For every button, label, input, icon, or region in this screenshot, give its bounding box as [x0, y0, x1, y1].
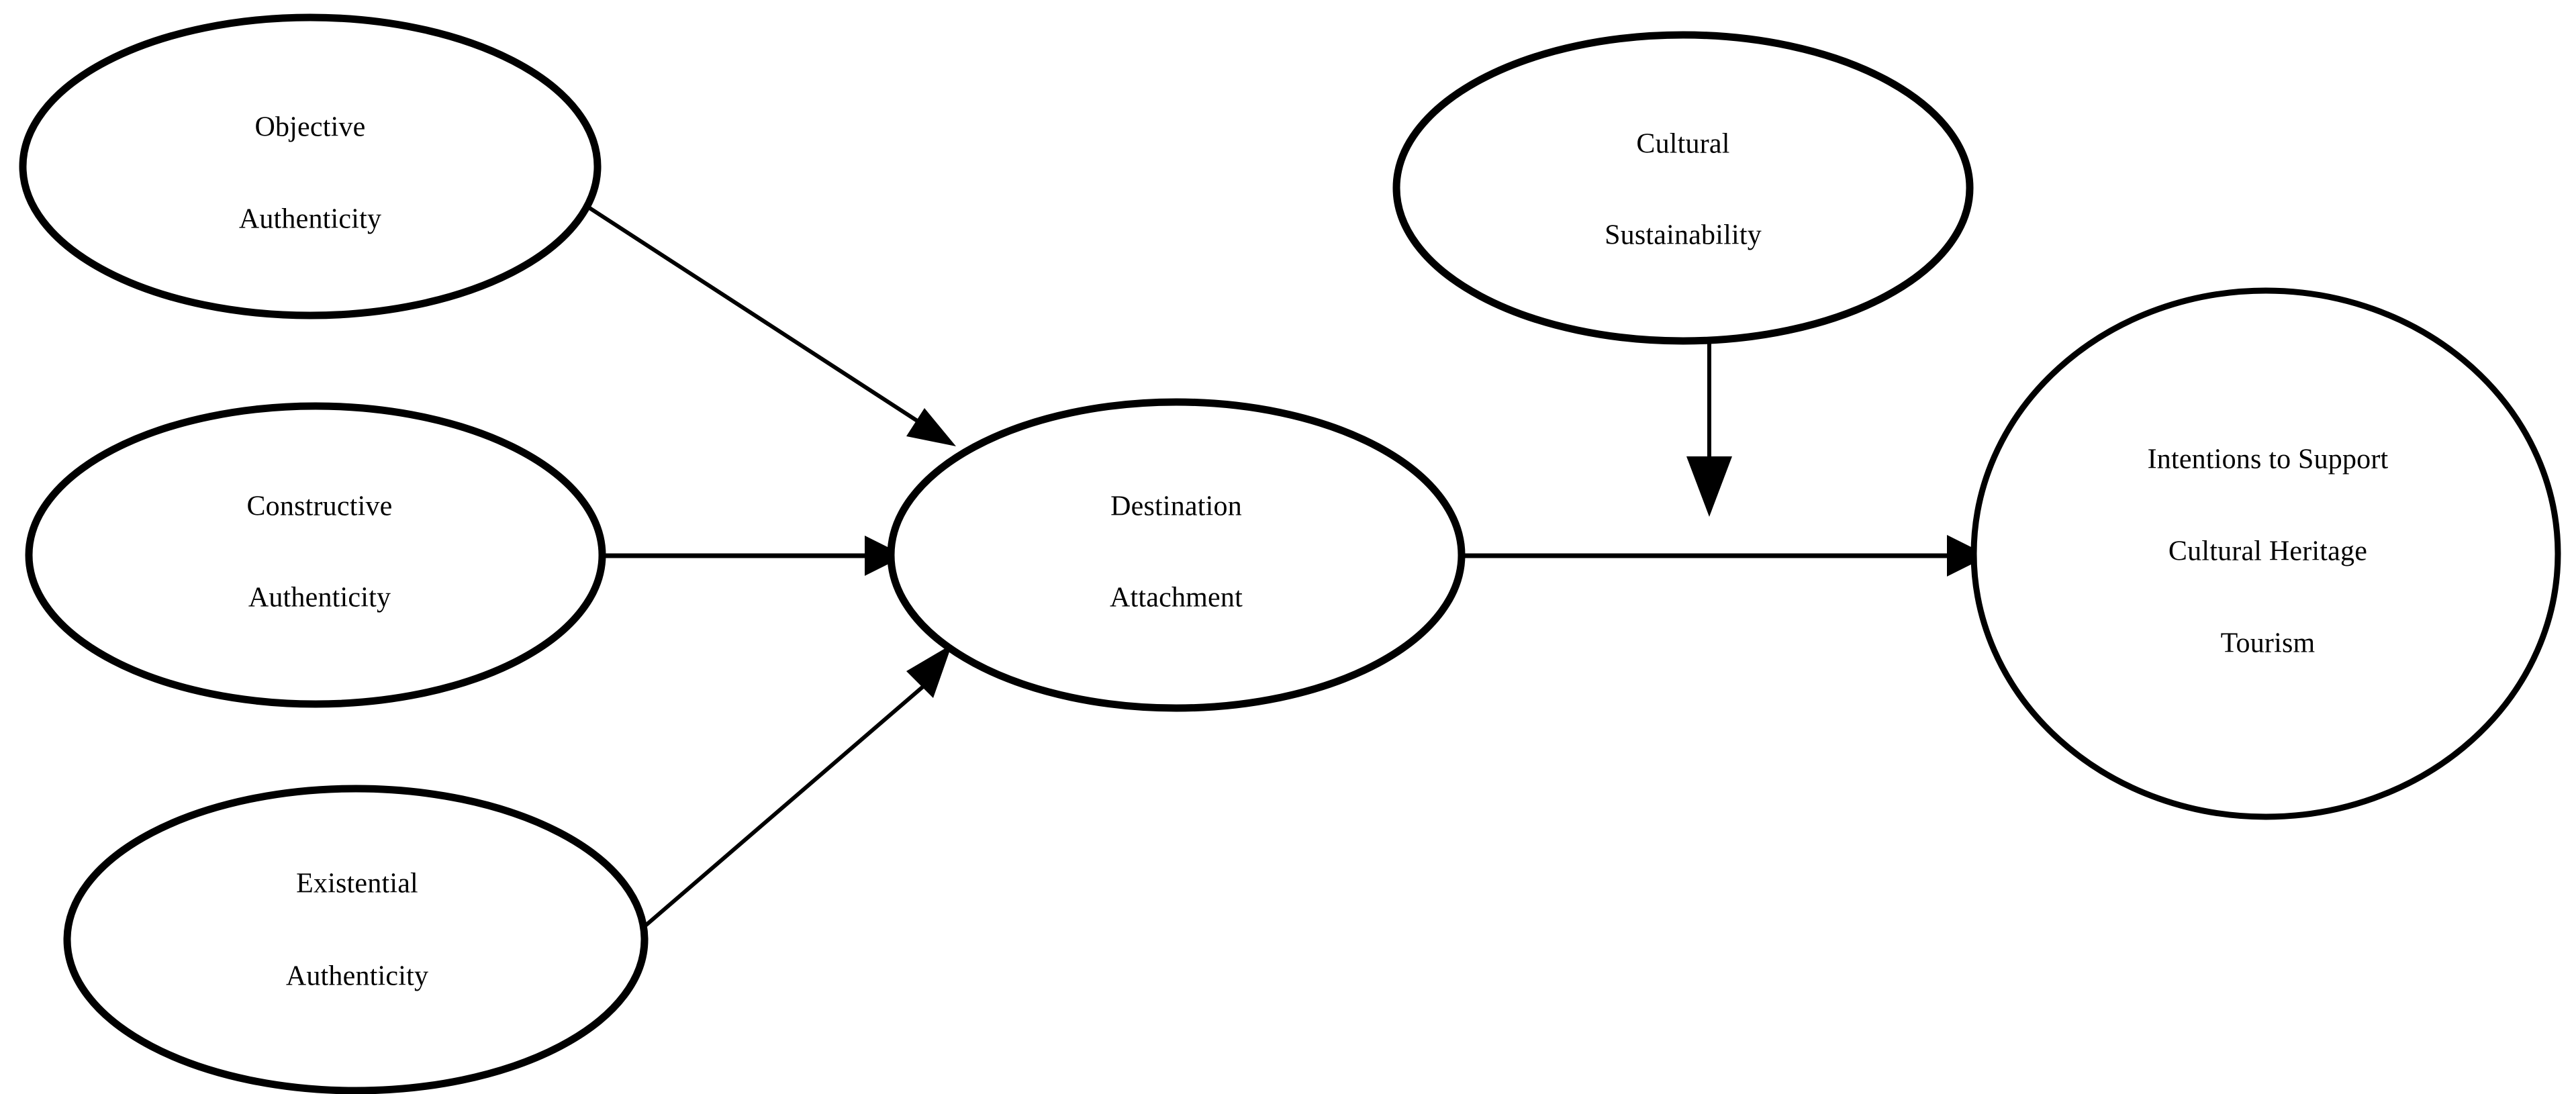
intentions-label-line1: Intentions to Support [2148, 444, 2389, 475]
objective-authenticity-label-line2: Authenticity [239, 204, 381, 235]
edge-destination-to-intentions-arrowhead [1947, 535, 1989, 577]
existential-authenticity-label-line1: Existential [296, 868, 418, 899]
edge-objective-to-destination-line [580, 201, 939, 436]
edge-constructive-to-destination-arrowhead [865, 536, 905, 576]
constructive-authenticity-label-line1: Constructive [246, 491, 392, 522]
node-intentions-to-support-cultural-heritage-tourism[interactable]: Intentions to Support Cultural Heritage … [1970, 287, 2561, 820]
constructive-authenticity-ellipse[interactable] [25, 402, 606, 708]
objective-authenticity-label-line1: Objective [254, 112, 365, 143]
edge-existential-to-destination [642, 644, 952, 930]
edge-objective-to-destination-arrowhead [906, 408, 956, 446]
objective-authenticity-ellipse[interactable] [19, 13, 602, 319]
cultural-sustainability-label-line2: Sustainability [1605, 220, 1762, 251]
destination-attachment-label-line1: Destination [1110, 491, 1242, 522]
cultural-sustainability-label-line1: Cultural [1636, 129, 1729, 160]
edge-destination-to-intentions [1462, 535, 1989, 577]
node-constructive-authenticity[interactable]: Constructive Authenticity [25, 402, 606, 708]
constructive-authenticity-label-line2: Authenticity [248, 583, 391, 613]
cultural-sustainability-ellipse[interactable] [1392, 31, 1974, 345]
destination-attachment-label-line2: Attachment [1110, 583, 1243, 613]
edge-existential-to-destination-arrowhead [906, 644, 952, 698]
node-existential-authenticity[interactable]: Existential Authenticity [63, 785, 649, 1094]
existential-authenticity-ellipse[interactable] [63, 785, 649, 1094]
edge-existential-to-destination-line [642, 676, 935, 930]
edge-constructive-to-destination [603, 536, 905, 576]
node-objective-authenticity[interactable]: Objective Authenticity [19, 13, 602, 319]
intentions-label-line2: Cultural Heritage [2168, 536, 2367, 567]
destination-attachment-ellipse[interactable] [887, 398, 1466, 712]
intentions-label-line3: Tourism [2221, 628, 2316, 659]
edge-cultural-sustainability-moderator [1686, 334, 1732, 517]
existential-authenticity-label-line2: Authenticity [286, 961, 428, 992]
intentions-ellipse[interactable] [1970, 287, 2561, 820]
edge-objective-to-destination [580, 201, 956, 446]
node-destination-attachment[interactable]: Destination Attachment [887, 398, 1466, 712]
edge-cultural-sustainability-moderator-arrowhead [1686, 456, 1732, 517]
node-cultural-sustainability[interactable]: Cultural Sustainability [1392, 31, 1974, 345]
